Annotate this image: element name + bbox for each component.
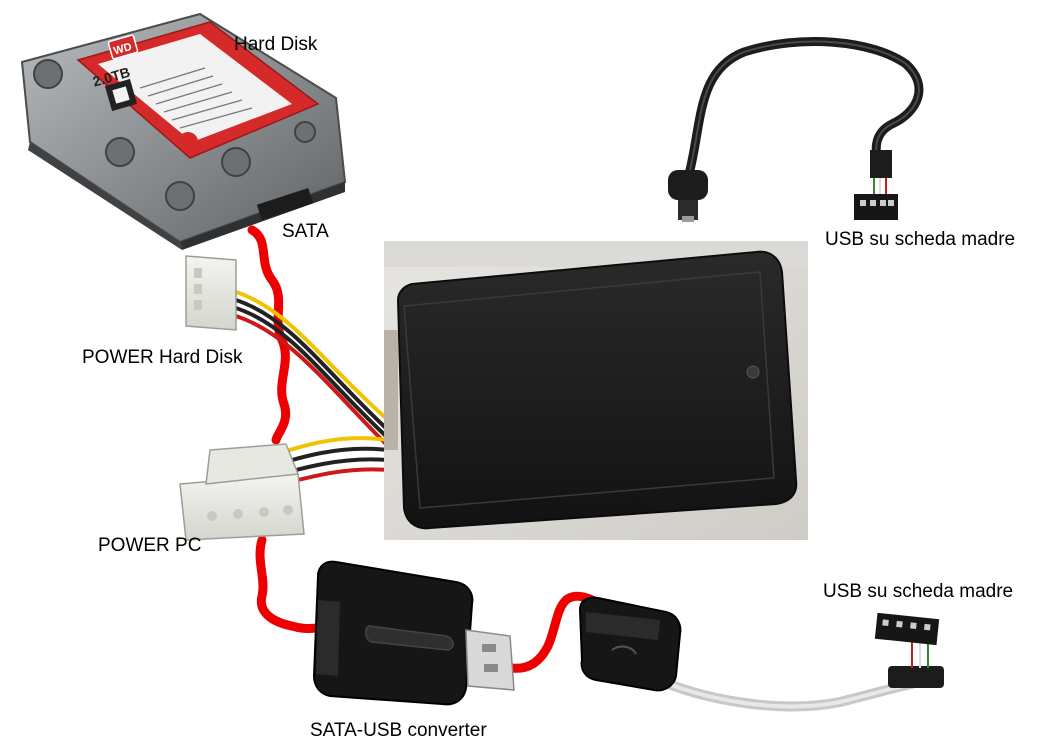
usb-motherboard-label-top: USB su scheda madre [825,229,1016,250]
power-hard-disk-connector [185,255,390,448]
drive-brand: WD [112,41,133,58]
power-pc-label: POWER PC [98,535,202,556]
sata-label: SATA [282,221,329,242]
hard-disk-image: WD 2.0TB [20,12,347,250]
power-pc-connector [179,436,389,541]
usb-enclosure-photo [384,241,808,540]
sata-usb-converter-label: SATA-USB converter [310,720,487,741]
usb-header-cable-top [668,37,924,222]
power-hard-disk-label: POWER Hard Disk [82,347,243,368]
hard-disk-label: Hard Disk [234,34,318,55]
sata-usb-converter [312,560,515,706]
usb-motherboard-label-bottom: USB su scheda madre [823,581,1014,602]
usb-header-cable-bottom [578,596,944,712]
